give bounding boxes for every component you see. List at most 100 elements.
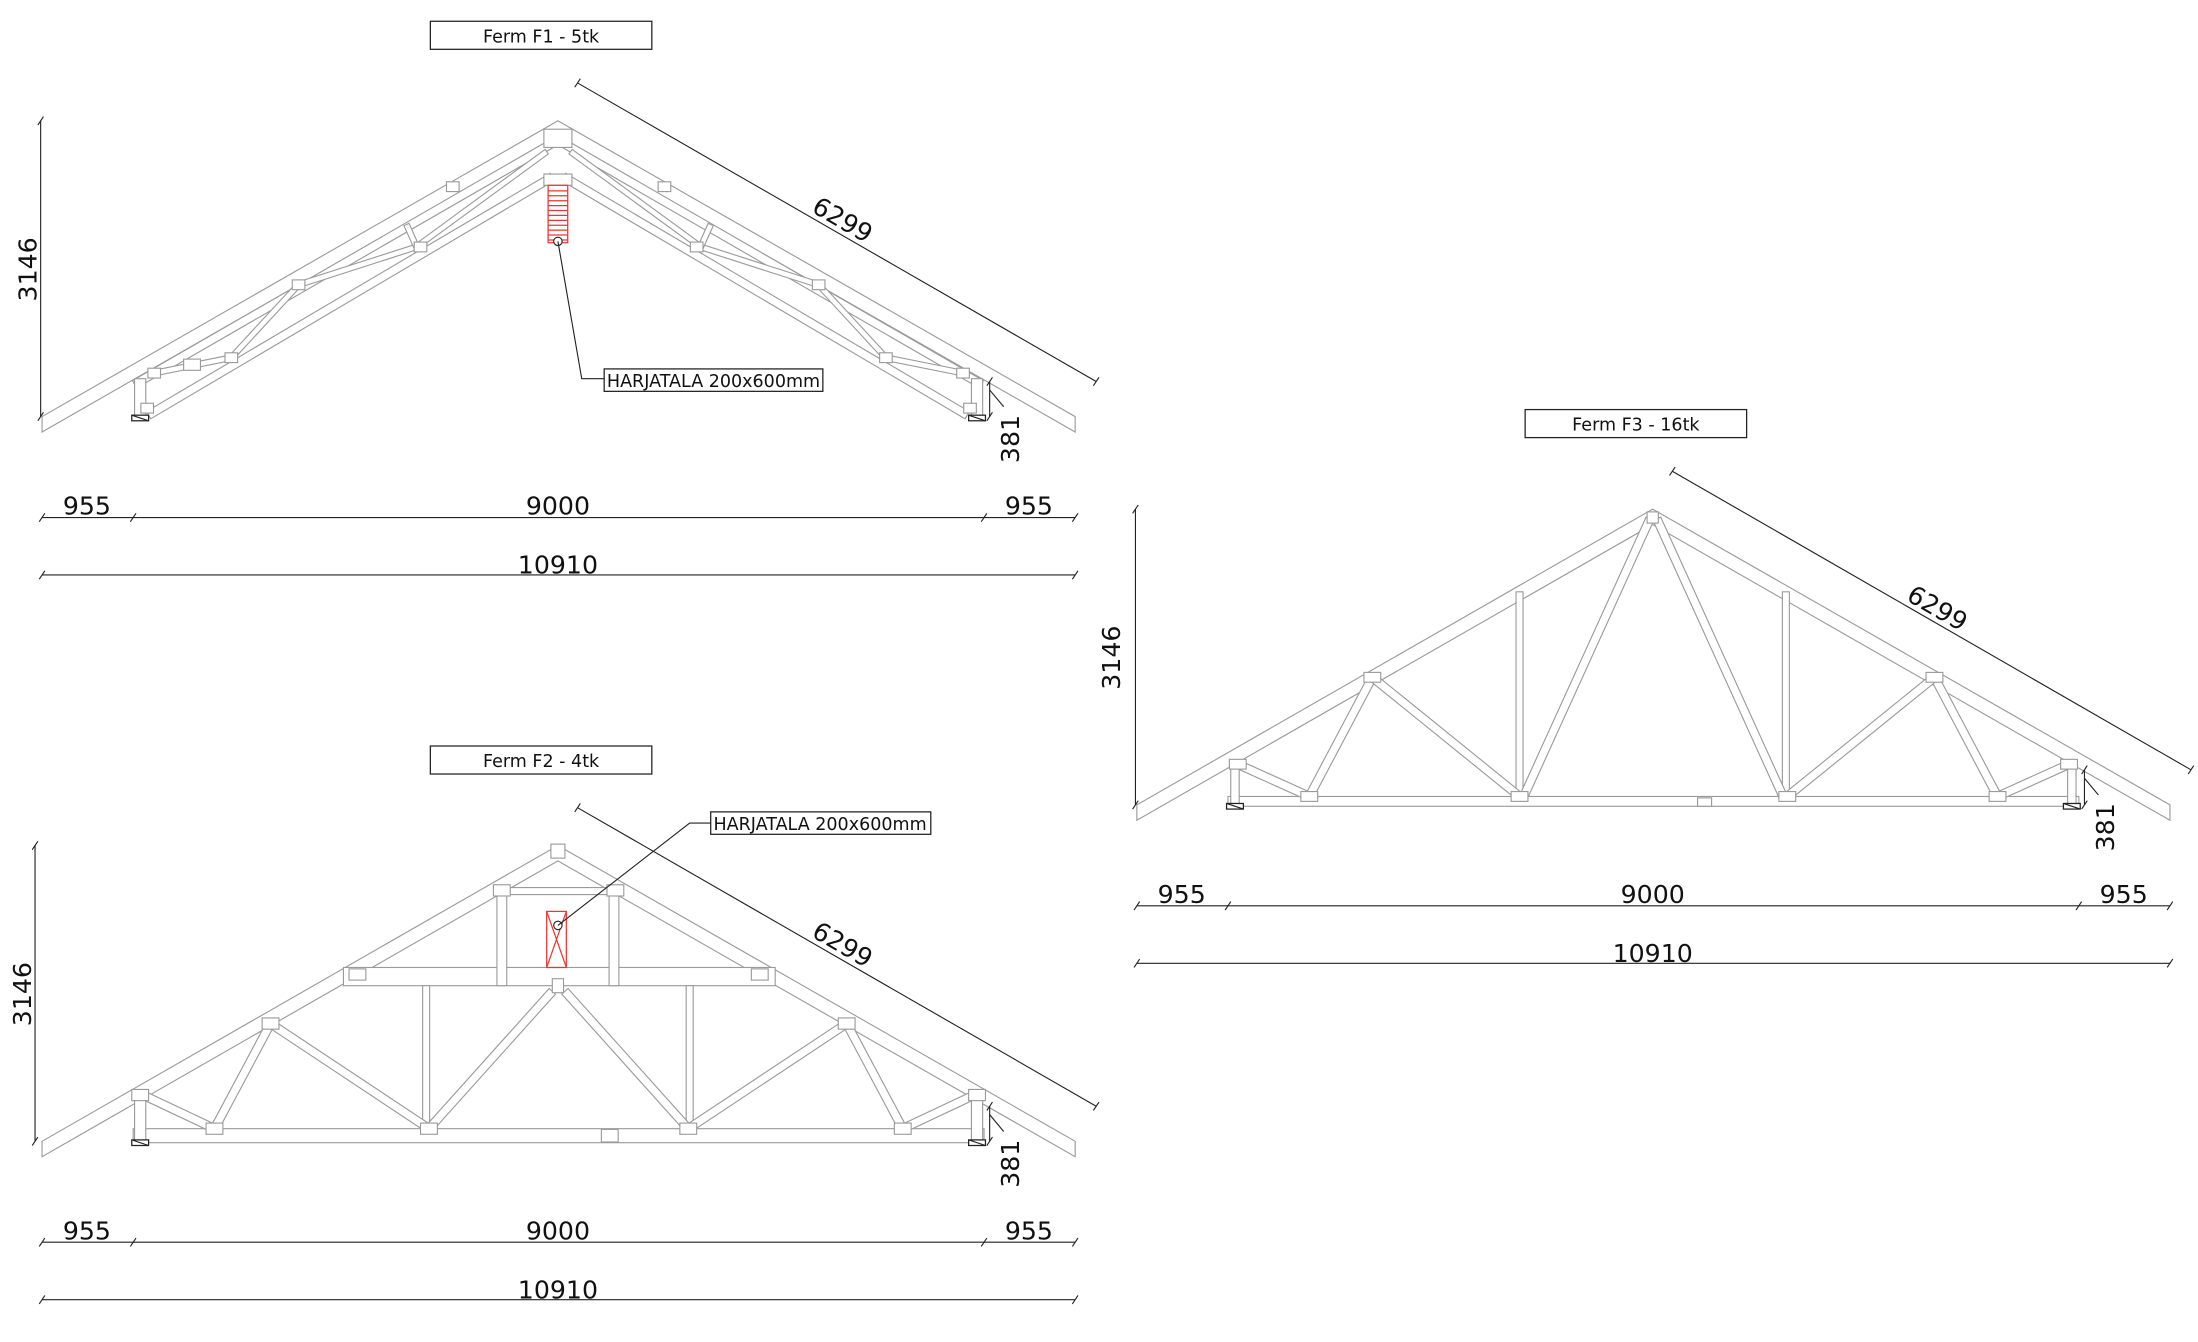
ridge-plate [543, 173, 573, 186]
overhang-left-dimension: 955 [1158, 880, 1206, 909]
total-length-dimension: 10910 [1613, 939, 1693, 968]
bearing-support [968, 1139, 986, 1147]
connector-plate [445, 181, 460, 193]
scissor-chord [145, 172, 556, 420]
vertical-web [685, 985, 694, 1130]
dimension-tick [129, 1237, 137, 1247]
dimension-tick [38, 570, 46, 580]
truss-f2: Ferm F2 - 4tk HARJATALA 200x600mm 3146 6… [8, 745, 1100, 1305]
truss-title-box [1524, 408, 1748, 439]
connector-plate [837, 1017, 856, 1030]
ridge-beam-section [546, 910, 567, 969]
connector-plate [1925, 671, 1944, 683]
bearing-support [1226, 802, 1244, 810]
dimension-tick [2166, 958, 2174, 968]
span-dimension: 9000 [1621, 880, 1685, 909]
dimension-tick [38, 512, 46, 523]
connector-plate [1228, 758, 1247, 770]
connector-plate [492, 884, 511, 897]
dimension-tick [31, 841, 39, 851]
dimension-tick [980, 1237, 988, 1247]
truss-members [41, 120, 1076, 433]
overhang-right-dimension: 955 [1005, 492, 1053, 521]
dimension-tick [574, 78, 581, 88]
connector-plate [147, 367, 162, 379]
top-chord [1136, 508, 2171, 822]
span-dimension: 9000 [526, 1216, 590, 1245]
connector-plate [131, 1088, 150, 1102]
web-member [1995, 759, 2072, 802]
ridge-beam-label: HARJATALA 200x600mm [713, 815, 926, 835]
connector-plate [1363, 671, 1382, 683]
connector-plate [1510, 790, 1529, 802]
dimension-tick [2166, 901, 2174, 911]
scissor-chord [131, 138, 556, 389]
overhang-left-dimension: 955 [63, 492, 111, 521]
dimension-tick [1224, 901, 1232, 911]
ridge-beam-section [547, 184, 569, 244]
dimension-line [1672, 470, 2192, 771]
dimensions [1132, 466, 2195, 968]
bearing-support [131, 1139, 149, 1147]
height-dimension: 3146 [1097, 626, 1126, 690]
connector-plate [183, 358, 202, 371]
web-member [1783, 673, 1938, 801]
connector-plate [963, 402, 977, 414]
connector-plate [750, 968, 769, 981]
end-post [134, 1095, 147, 1144]
dimensions [31, 803, 1100, 1305]
truss-title: Ferm F3 - 16tk [1572, 416, 1700, 436]
ridge-plate [543, 128, 573, 148]
connector-plate [968, 1088, 987, 1102]
dimension-tick [1669, 466, 1676, 476]
connector-plate [1697, 797, 1713, 807]
overhang-right-dimension: 955 [2100, 880, 2148, 909]
bearing-support [2063, 802, 2081, 810]
connector-plate [348, 968, 367, 981]
dimension-tick [38, 1295, 46, 1305]
heel-leader [2084, 777, 2099, 796]
connector-plate [606, 884, 625, 897]
total-length-dimension: 10910 [518, 1275, 598, 1304]
connector-plate [2060, 758, 2079, 770]
web-member [267, 1019, 433, 1133]
ridge-beam-callout: HARJATALA 200x600mm [557, 811, 932, 926]
truss-members [1136, 508, 2171, 822]
connector-plate [205, 1122, 224, 1135]
dimension-tick [986, 412, 993, 422]
dimension-tick [1071, 1237, 1079, 1247]
truss-members [41, 843, 1076, 1158]
dimension-tick [1071, 570, 1079, 580]
web-member [1235, 759, 1312, 802]
dimension-tick [1133, 958, 1141, 968]
dimension-line [577, 82, 1097, 383]
heel-height-dimension: 381 [2091, 803, 2120, 851]
dimension-tick [986, 377, 993, 387]
vertical-web [422, 985, 431, 1130]
overhang-right-dimension: 955 [1005, 1216, 1053, 1245]
bearing-support [131, 414, 149, 422]
height-dimension: 3146 [13, 237, 42, 301]
dimension-tick [31, 1136, 39, 1146]
dimension-tick [37, 412, 44, 422]
connector-plate [551, 978, 565, 994]
top-chord [41, 120, 1076, 433]
rafter-length-dimension: 6299 [1902, 580, 1972, 637]
truss-title: Ferm F2 - 4tk [483, 752, 600, 772]
dimension-tick [980, 512, 988, 523]
web-member [1368, 673, 1523, 801]
end-post [970, 1095, 984, 1144]
total-length-dimension: 10910 [518, 551, 598, 580]
connector-plate [140, 402, 155, 414]
connector-plate [1778, 790, 1797, 802]
dimension-line [577, 807, 1097, 1107]
web-member [560, 987, 693, 1133]
connector-plate [413, 241, 428, 253]
truss-f3: Ferm F3 - 16tk 3146 6299 381 955 9000 95… [1097, 408, 2195, 968]
dimension-tick [2075, 901, 2083, 911]
connector-plate [261, 1017, 280, 1030]
web-member [685, 1019, 850, 1133]
connector-plate [600, 1128, 619, 1143]
connector-plate [224, 352, 239, 364]
